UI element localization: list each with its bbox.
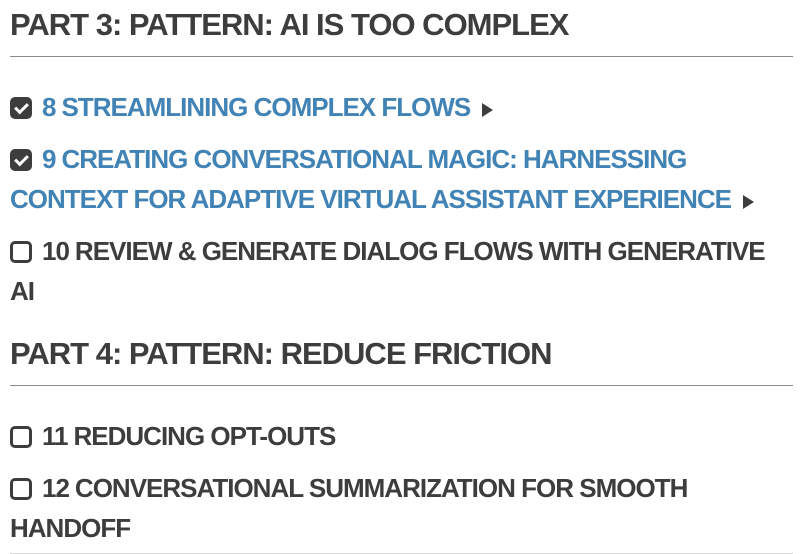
chapter-8-expand-icon[interactable] bbox=[482, 103, 494, 117]
section-divider bbox=[10, 385, 793, 386]
chapter-title: CONVERSATIONAL SUMMARIZATION FOR SMOOTH … bbox=[10, 473, 688, 543]
section-heading-part-4: PART 4: PATTERN: REDUCE FRICTION bbox=[10, 336, 553, 371]
chapter-9-checkbox[interactable] bbox=[10, 149, 32, 171]
section-heading-part-3: PART 3: PATTERN: AI IS TOO COMPLEX bbox=[10, 7, 569, 42]
chapter-9-expand-icon[interactable] bbox=[742, 195, 754, 209]
chapter-12-checkbox[interactable] bbox=[10, 478, 32, 500]
chapter-number: 9 bbox=[42, 144, 57, 174]
chapter-title: STREAMLINING COMPLEX FLOWS bbox=[61, 92, 471, 122]
chapter-number: 11 bbox=[42, 421, 68, 451]
chapter-11-checkbox[interactable] bbox=[10, 426, 32, 448]
chapter-number: 10 bbox=[42, 236, 70, 266]
chapter-title: REVIEW & GENERATE DIALOG FLOWS WITH GENE… bbox=[10, 236, 766, 306]
chapter-number: 12 bbox=[42, 473, 70, 503]
chapter-number: 8 bbox=[42, 92, 57, 122]
chapter-10-checkbox[interactable] bbox=[10, 241, 32, 263]
chapter-title: CREATING CONVERSATIONAL MAGIC: HARNESSIN… bbox=[10, 144, 732, 214]
chapter-8-checkbox[interactable] bbox=[10, 97, 32, 119]
chapter-title: REDUCING OPT-OUTS bbox=[73, 421, 337, 451]
section-divider bbox=[10, 56, 793, 57]
